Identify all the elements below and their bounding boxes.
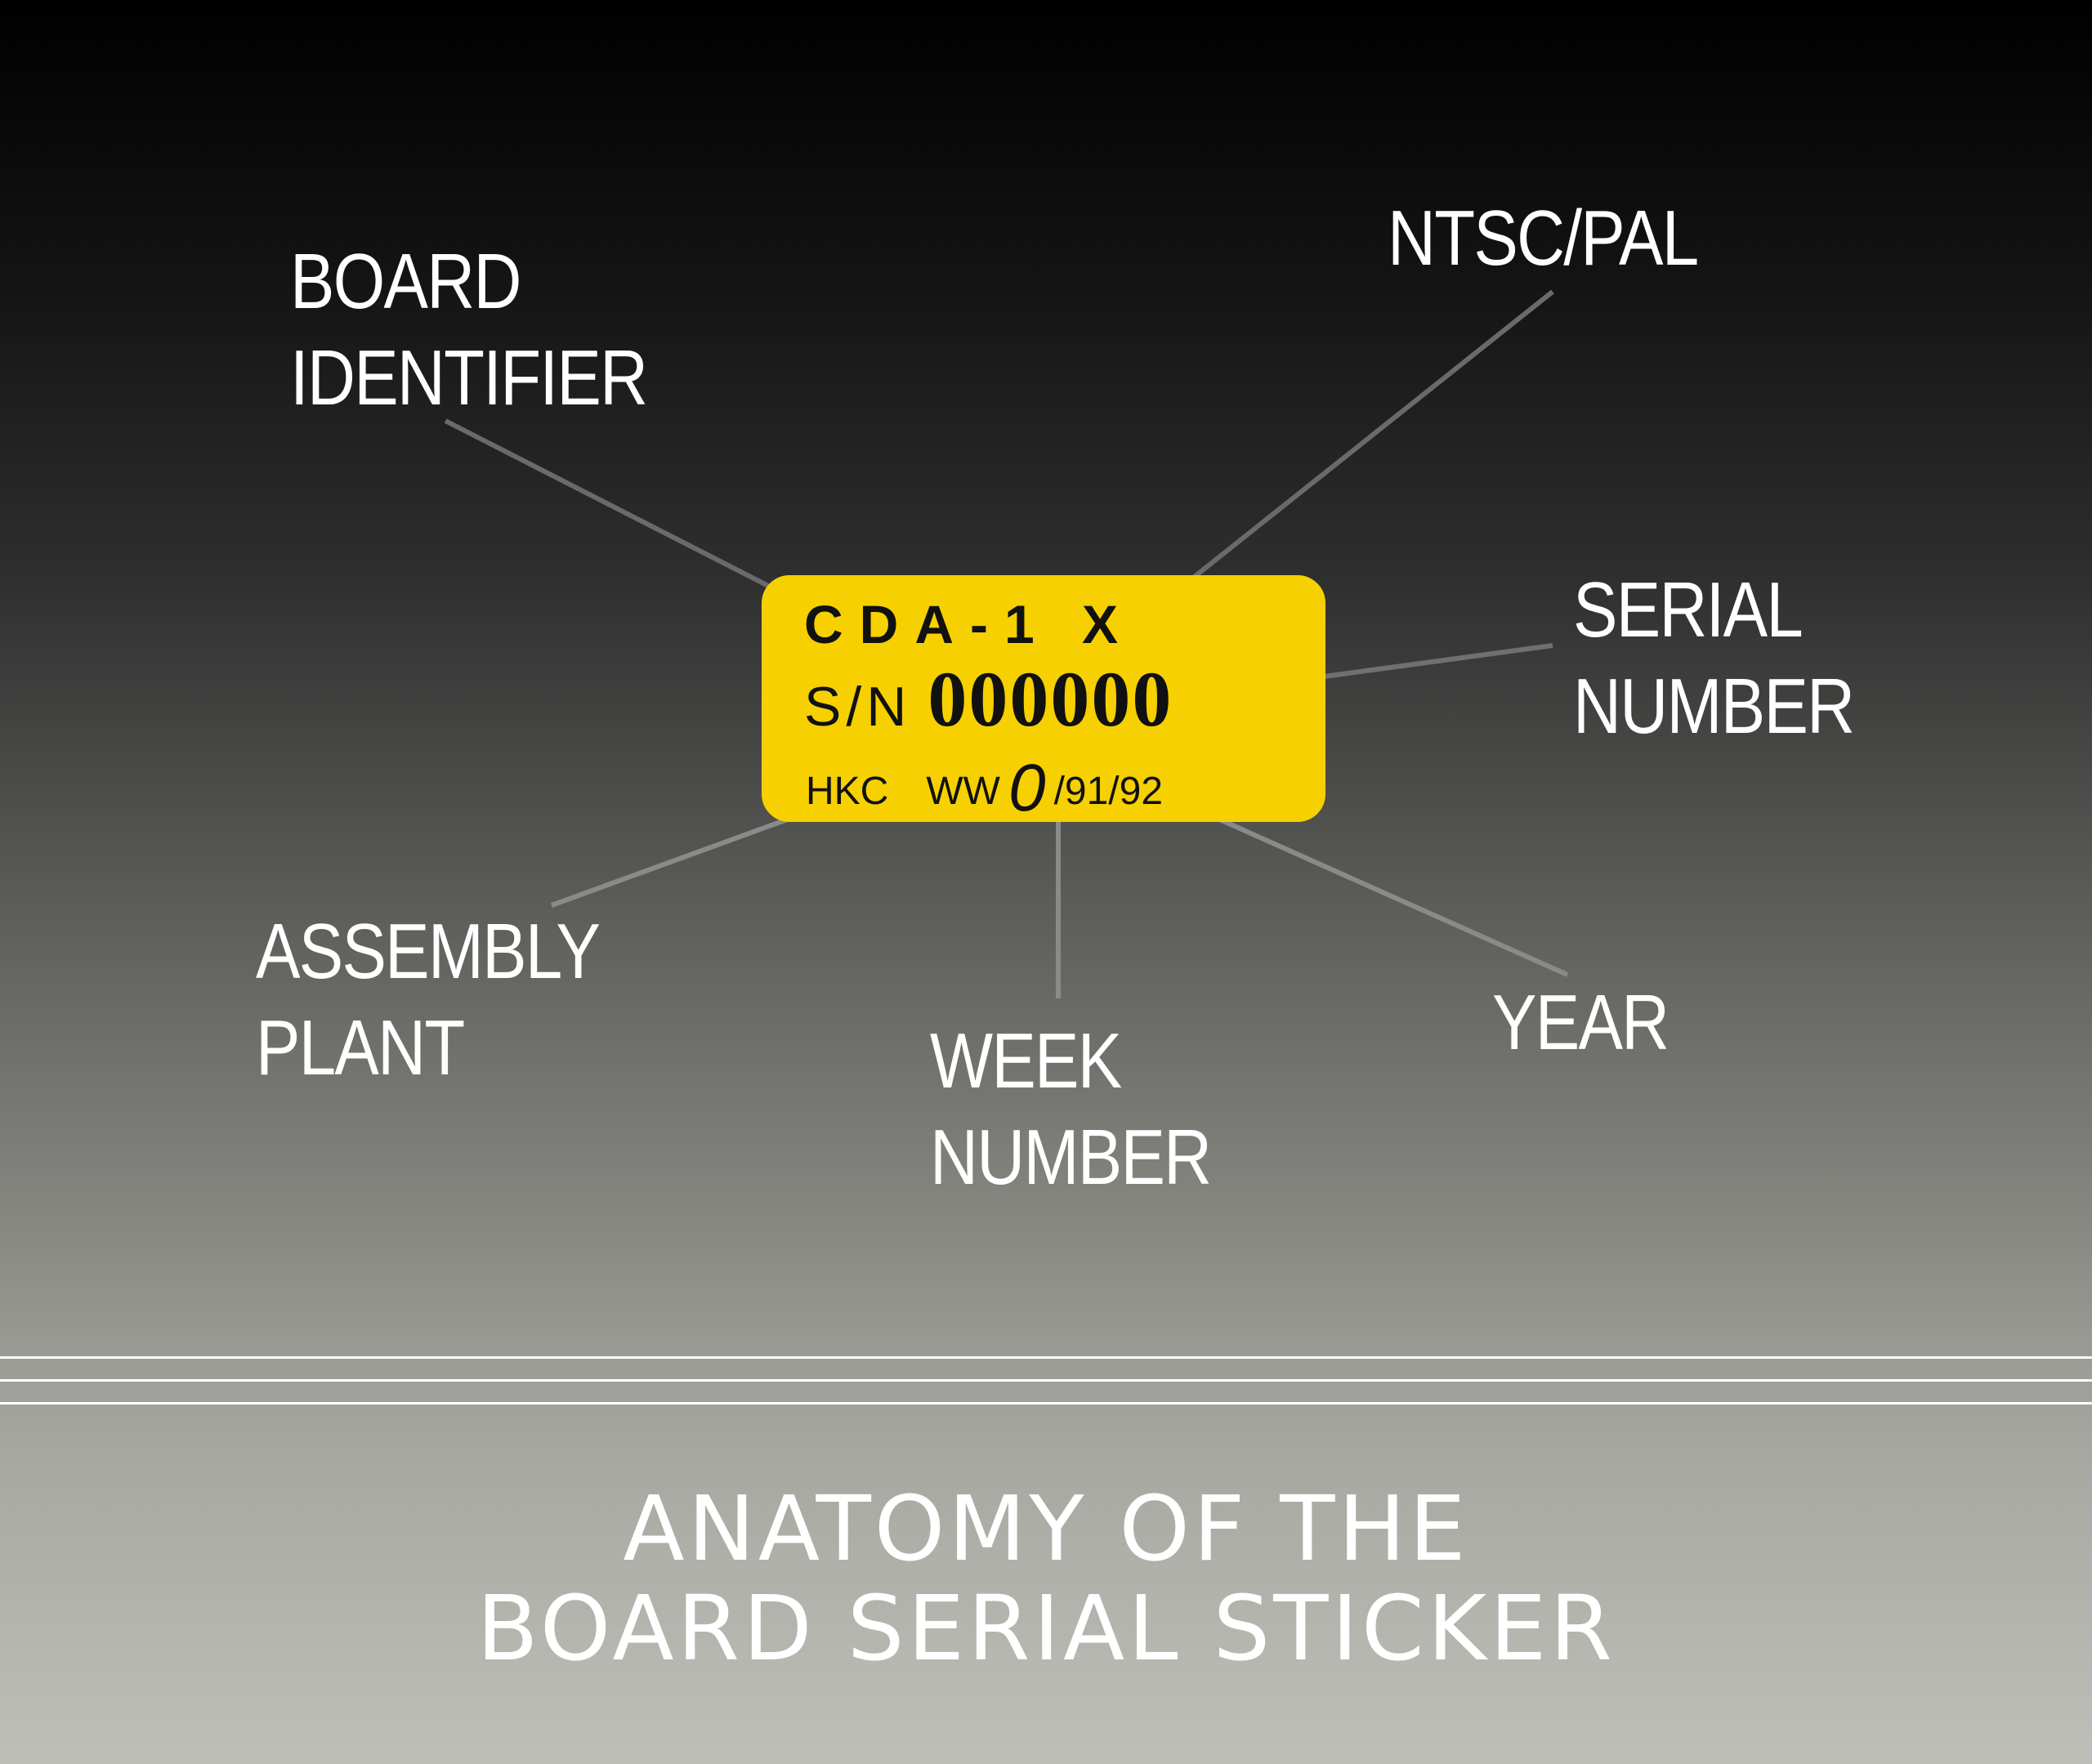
diagram-title: ANATOMY OF THE BOARD SERIAL STICKER <box>0 1479 2092 1678</box>
sticker-week-value: 0 <box>1008 751 1046 825</box>
callout-serial-number-line2: NUMBER <box>1573 663 1855 750</box>
sticker-sn-value: 000000 <box>928 655 1173 743</box>
leader-board-identifier <box>444 418 807 607</box>
callout-board-identifier-line1: BOARD <box>290 238 521 325</box>
sticker-board-identifier: CDA-1 X <box>804 594 1135 654</box>
sticker-serial-row: S/N 000000 <box>804 654 1173 744</box>
divider-rule-top <box>0 1356 2092 1359</box>
callout-assembly-plant-line2: PLANT <box>256 1004 465 1092</box>
callout-year-line1: YEAR <box>1492 979 1670 1066</box>
callout-ntsc-pal: NTSC/PAL <box>1388 190 1699 287</box>
sticker-week-label: WW <box>926 770 1000 813</box>
diagram-title-line2: BOARD SERIAL STICKER <box>476 1576 1616 1681</box>
sticker-plant-code: HKC <box>806 770 889 813</box>
sticker-year-value: /91/92 <box>1053 770 1164 813</box>
callout-week-number: WEEK NUMBER <box>930 1013 1212 1206</box>
diagram-title-line1: ANATOMY OF THE <box>623 1476 1469 1581</box>
callout-week-number-line1: WEEK <box>930 1017 1122 1105</box>
divider-rule-middle <box>0 1379 2092 1382</box>
divider-rule-bottom <box>0 1402 2092 1405</box>
callout-ntsc-pal-line1: NTSC/PAL <box>1388 194 1699 282</box>
callout-week-number-line2: NUMBER <box>930 1114 1212 1201</box>
callout-board-identifier-line2: IDENTIFIER <box>290 334 648 422</box>
leader-ntsc-pal <box>1163 289 1554 603</box>
callout-serial-number: SERIAL NUMBER <box>1573 562 1855 755</box>
leader-year <box>1167 794 1569 977</box>
sticker-sn-label: S/N <box>804 676 912 738</box>
callout-board-identifier: BOARD IDENTIFIER <box>290 234 648 426</box>
callout-assembly-plant: ASSEMBLY PLANT <box>256 904 601 1096</box>
callout-serial-number-line1: SERIAL <box>1573 566 1804 654</box>
callout-assembly-plant-line1: ASSEMBLY <box>256 908 601 995</box>
callout-year: YEAR <box>1492 975 1670 1071</box>
